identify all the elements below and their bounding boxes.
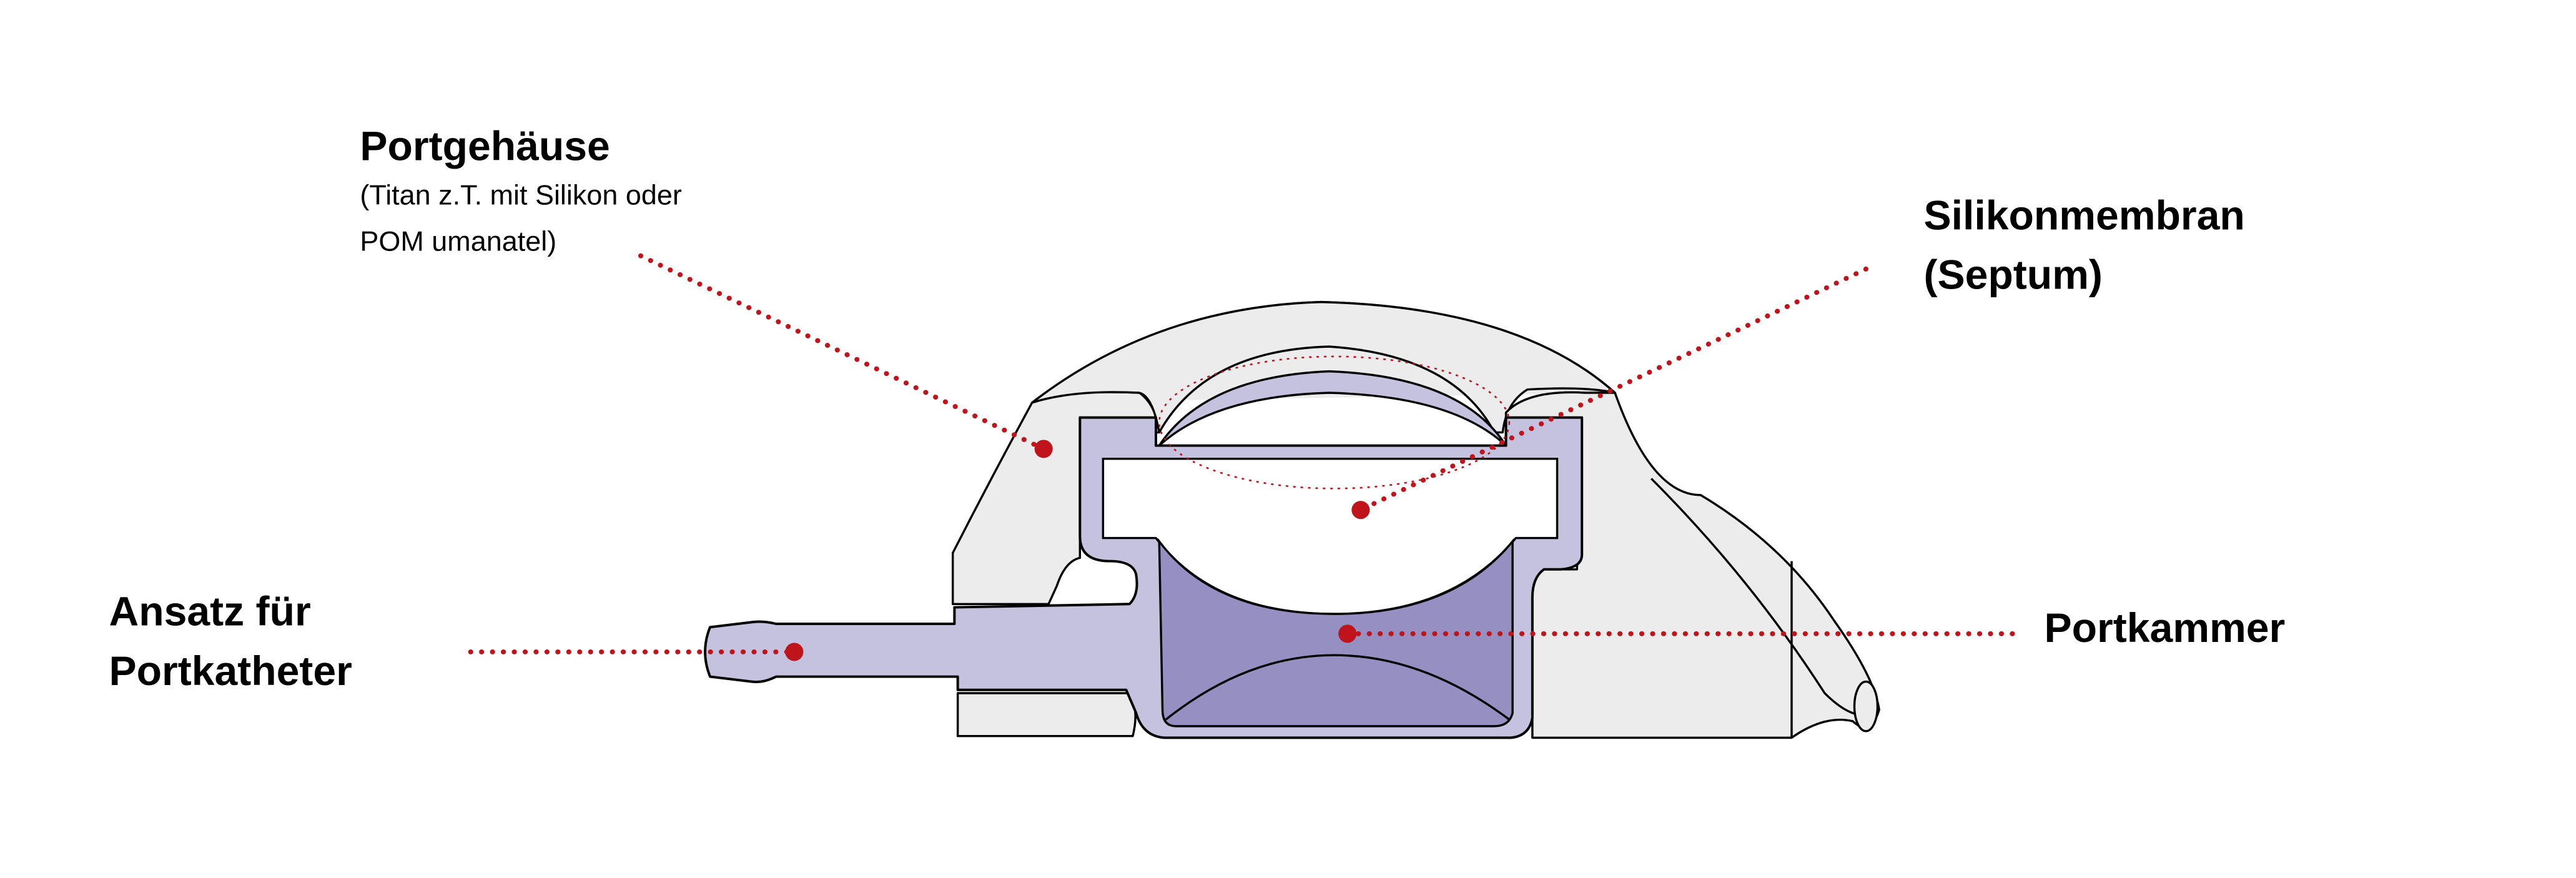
chamber-floor-arc — [1165, 654, 1510, 721]
housing-bottom-left — [956, 692, 1137, 737]
port-chamber-fluid — [1158, 538, 1514, 728]
housing-rim-end — [1853, 680, 1879, 732]
label-septum-1: Silikonmembran — [1924, 192, 2245, 239]
leader-septum — [1358, 266, 1868, 513]
septum-dotted-outline — [1158, 355, 1511, 490]
marker-housing — [1034, 440, 1053, 458]
port-housing — [952, 300, 1880, 739]
label-catheter-2: Portkatheter — [109, 648, 352, 694]
label-housing-title: Portgehäuse — [360, 123, 609, 169]
leader-lines — [468, 253, 2021, 654]
label-housing-desc-2: POM umanatel) — [360, 225, 556, 257]
label-septum-2: (Septum) — [1924, 252, 2103, 298]
marker-catheter — [785, 643, 804, 661]
marker-chamber — [1338, 624, 1357, 643]
label-housing-desc-1: (Titan z.T. mit Silikon oder — [360, 179, 681, 211]
marker-septum — [1351, 501, 1370, 520]
silicone-septum — [1158, 370, 1507, 446]
markers — [785, 440, 1370, 661]
leader-housing — [638, 253, 1047, 451]
label-chamber: Portkammer — [2045, 605, 2286, 651]
label-catheter-1: Ansatz für — [109, 589, 311, 635]
